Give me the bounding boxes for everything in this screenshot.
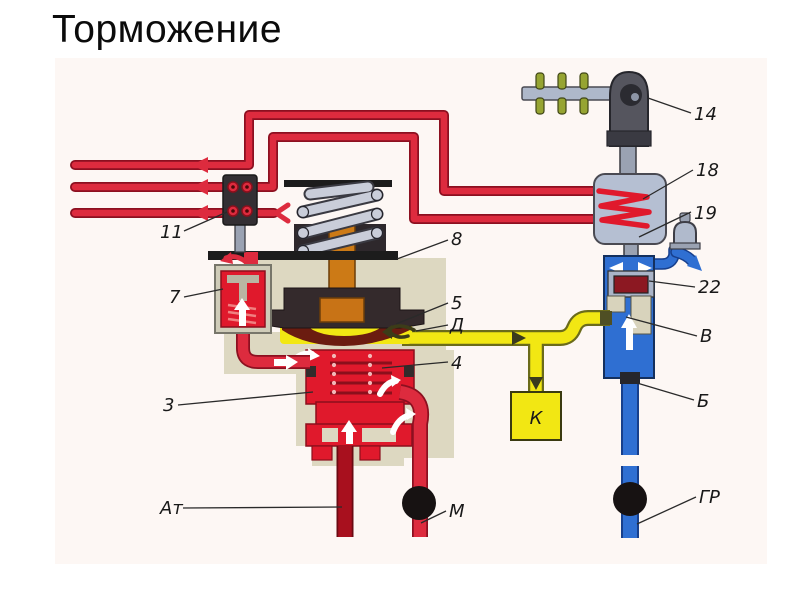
check-valve-7 [214,252,272,334]
label-14: 14 [694,104,717,125]
consumer-box-k [510,391,562,441]
red-arrow [220,252,233,264]
outlet-pipe-m [390,384,436,537]
exhaust-arrow [687,255,702,271]
ball-m [402,486,436,520]
ball-gr [613,482,647,516]
label-19: 19 [694,203,717,224]
label-3: 3 [163,395,174,416]
label-5: 5 [451,293,462,314]
valve-body-3 [305,401,413,461]
spring-block-18 [593,145,667,259]
callout-labels: 11 7 3 8 5 Д 4 14 18 19 22 В Б ГР М Ат [159,104,721,522]
label-22: 22 [698,277,721,298]
label-v: В [700,326,712,347]
flow-arrow-left [192,179,208,195]
label-d: Д [449,315,464,336]
dark-flow-arrow [529,377,543,390]
open-pipe-fork [271,202,291,224]
label-18: 18 [696,160,719,181]
yellow-control-line: К [402,310,612,441]
label-k: К [530,408,544,429]
diaphragm-5-d [257,287,425,346]
label-at: Ат [159,498,183,519]
label-4: 4 [451,353,462,374]
red-zigzag-spring [596,188,652,229]
label-b: Б [697,391,709,412]
blue-line-gr [613,384,647,538]
dark-flow-arrow [512,331,526,345]
d-hook-arrow [382,324,416,339]
pipe-7-to-valve [236,328,310,370]
vent-valve-19 [644,212,702,271]
clevis-pins [535,72,589,115]
connector-block-11 [222,174,258,253]
pedal-lever-14 [521,70,652,147]
label-11: 11 [160,222,183,243]
leader-lines [177,97,698,525]
flow-arrow-left [192,157,208,173]
page-title: Торможение [52,8,283,51]
red-supply-lines [70,110,599,224]
brake-valve-assembly [208,180,436,537]
label-8: 8 [451,229,462,250]
valve-stack-4 [290,348,415,405]
label-gr: ГР [699,487,720,508]
piston-22 [613,275,649,294]
white-flow-arrow [621,314,637,328]
blue-valve-body [603,255,655,384]
outlet-seat-b [620,372,640,384]
pipe-union [600,311,612,325]
flow-arrow-left [192,205,208,221]
label-m: М [449,501,465,522]
label-7: 7 [169,287,181,308]
